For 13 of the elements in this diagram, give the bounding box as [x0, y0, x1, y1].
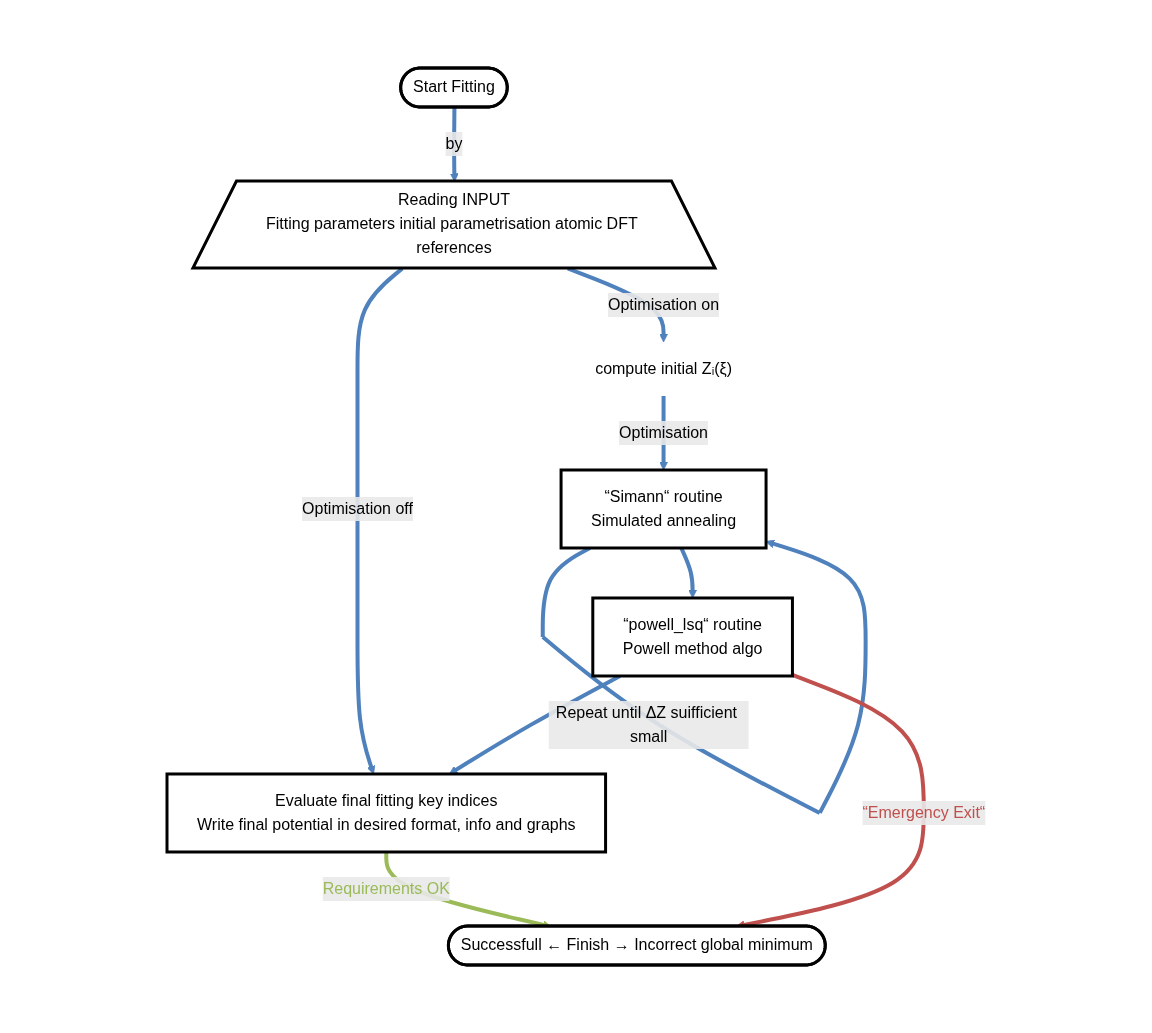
arrow: [540, 539, 868, 815]
node-box: “powell_lsq“ routine Powell method algo: [591, 596, 794, 678]
edge-label: Optimisation off: [301, 499, 413, 517]
edge-label: by: [445, 135, 463, 152]
node-text: compute initial Zᵢ(ξ): [595, 359, 732, 377]
node-box: Evaluate final fitting key indices Write final potential in desired format, info and graphs: [165, 772, 607, 854]
edge-label: Repeat until ΔZ suifficient small: [555, 703, 737, 745]
edge-label: Optimisation on: [607, 296, 720, 313]
edge-label: “Emergency Exit“: [862, 803, 986, 821]
arrow: [449, 107, 459, 182]
edge-label: Requirements OK: [322, 879, 450, 897]
edge-label: Optimisation: [619, 423, 708, 441]
node-box: “Simann“ routine Simulated annealing: [559, 468, 768, 550]
